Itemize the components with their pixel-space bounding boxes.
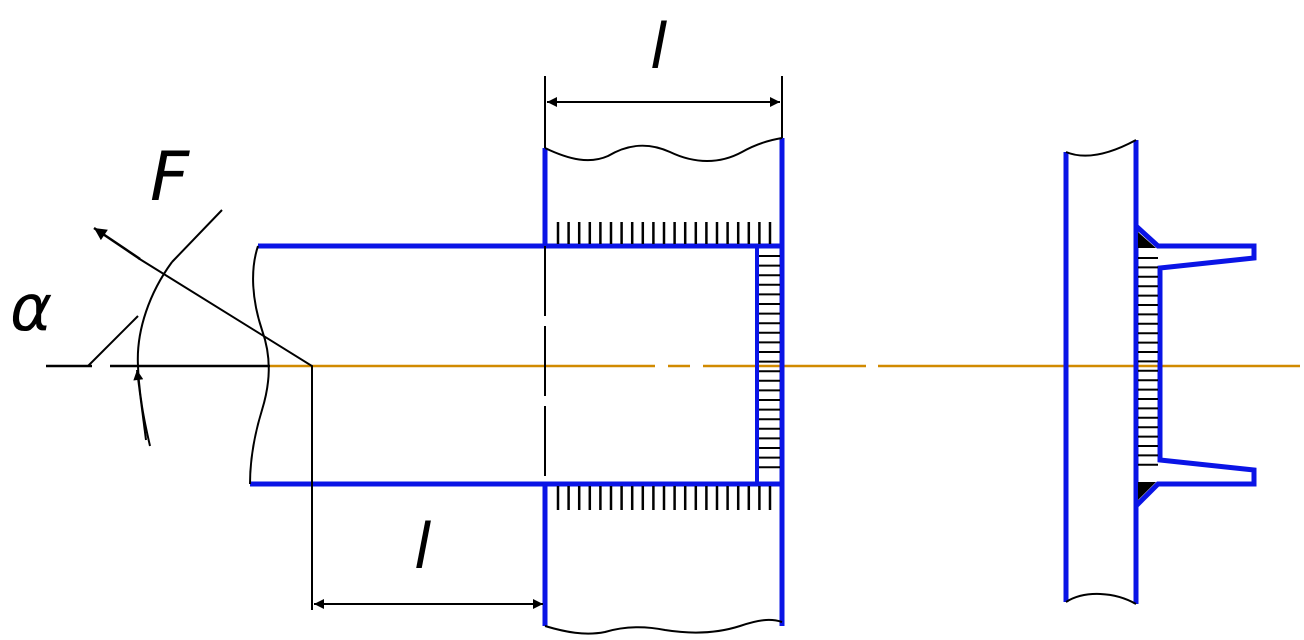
weld-hatch-end	[759, 255, 780, 469]
channel-top-profile	[1134, 224, 1257, 508]
force-leader	[171, 209, 223, 263]
force-arrow	[93, 226, 141, 261]
angle-leader	[87, 315, 139, 367]
force-label: F	[150, 138, 190, 217]
angle-label: α	[10, 272, 52, 346]
weld-hatch-top	[556, 222, 772, 244]
gusset-bottom-break-line	[544, 618, 783, 635]
weld-hatch-bottom	[556, 486, 772, 510]
attached-member	[137, 243, 782, 610]
dimension-top: l	[547, 10, 780, 107]
gusset-top-break-line	[544, 137, 783, 162]
angle-arrow-lower	[133, 369, 147, 441]
side-plate-bottom-break-line	[1065, 592, 1137, 605]
gusset-plate	[542, 76, 785, 635]
weld-fillet-bottom	[1138, 482, 1156, 500]
dimension-label-bottom: l	[414, 510, 431, 583]
side-view	[1063, 139, 1257, 605]
angle-arc	[136, 261, 173, 447]
weld-hatch-side	[1138, 257, 1158, 466]
member-break-line	[249, 245, 270, 485]
side-plate-top-break-line	[1065, 139, 1137, 157]
force-line	[137, 257, 313, 610]
dimension-bottom: l	[314, 510, 543, 609]
dimension-label-top: l	[650, 10, 667, 83]
force-indicator: F α	[10, 138, 223, 447]
weld-fillet-top	[1138, 232, 1156, 248]
